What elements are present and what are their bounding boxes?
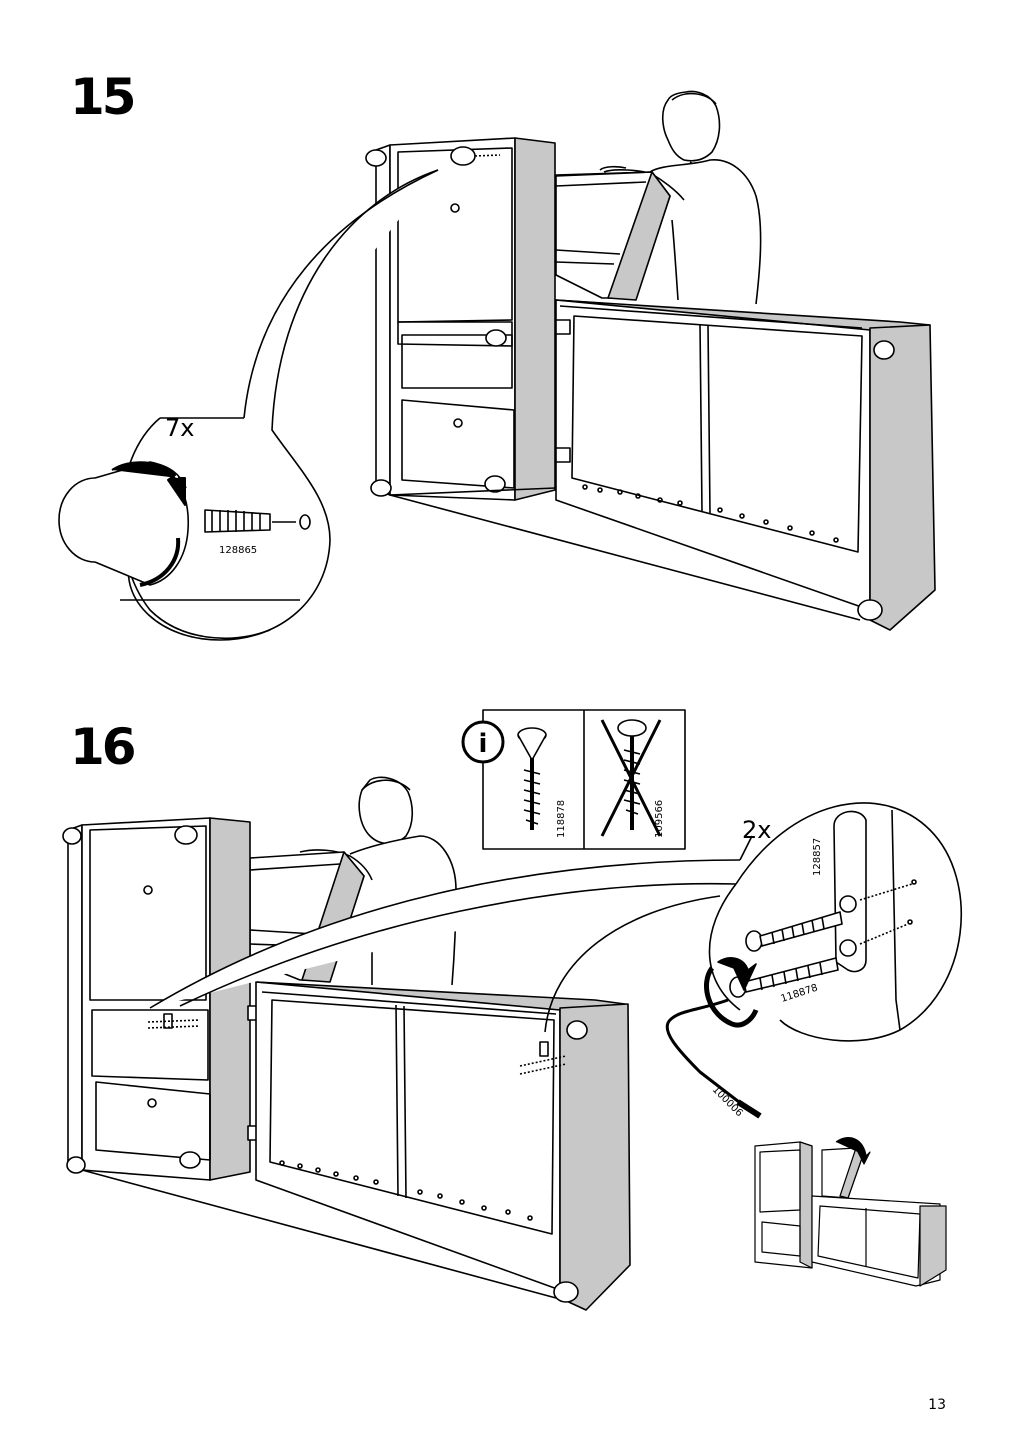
step15-illustration: 7x 128865	[58, 90, 936, 641]
svg-text:i: i	[479, 729, 488, 759]
step16-screw-upper	[745, 911, 843, 952]
info-correct-part: 118878	[556, 800, 567, 838]
step16-thumbnail	[754, 1137, 947, 1287]
step16-illustration: i 118878 109566	[62, 709, 963, 1311]
step16-detail-callout	[149, 802, 963, 1119]
step15-right-box	[389, 299, 936, 631]
step15-back-panel	[555, 171, 671, 301]
correct-screw-drawing	[517, 727, 547, 830]
info-wrong-part: 109566	[654, 800, 665, 838]
rotation-arrow-icon	[704, 966, 759, 1028]
step-number-15: 15	[70, 68, 137, 126]
step15-person	[599, 90, 762, 305]
wrong-screw-drawing	[600, 719, 662, 837]
step15-detail-callout	[58, 169, 439, 641]
step15-part-number: 128865	[219, 545, 257, 556]
step16-rail-screws	[279, 1160, 533, 1221]
step16-quantity: 2x	[742, 816, 771, 844]
step16-right-box	[81, 981, 631, 1311]
info-icon	[461, 720, 505, 764]
page-number: 13	[928, 1397, 946, 1413]
step16-info-box: i 118878 109566	[461, 709, 686, 850]
step16-bracket-part: 128857	[812, 838, 823, 876]
step16-left-frame	[62, 817, 263, 1181]
step-number-16: 16	[70, 718, 137, 776]
step15-quantity: 7x	[165, 414, 194, 442]
step15-rail-screws	[582, 484, 839, 543]
